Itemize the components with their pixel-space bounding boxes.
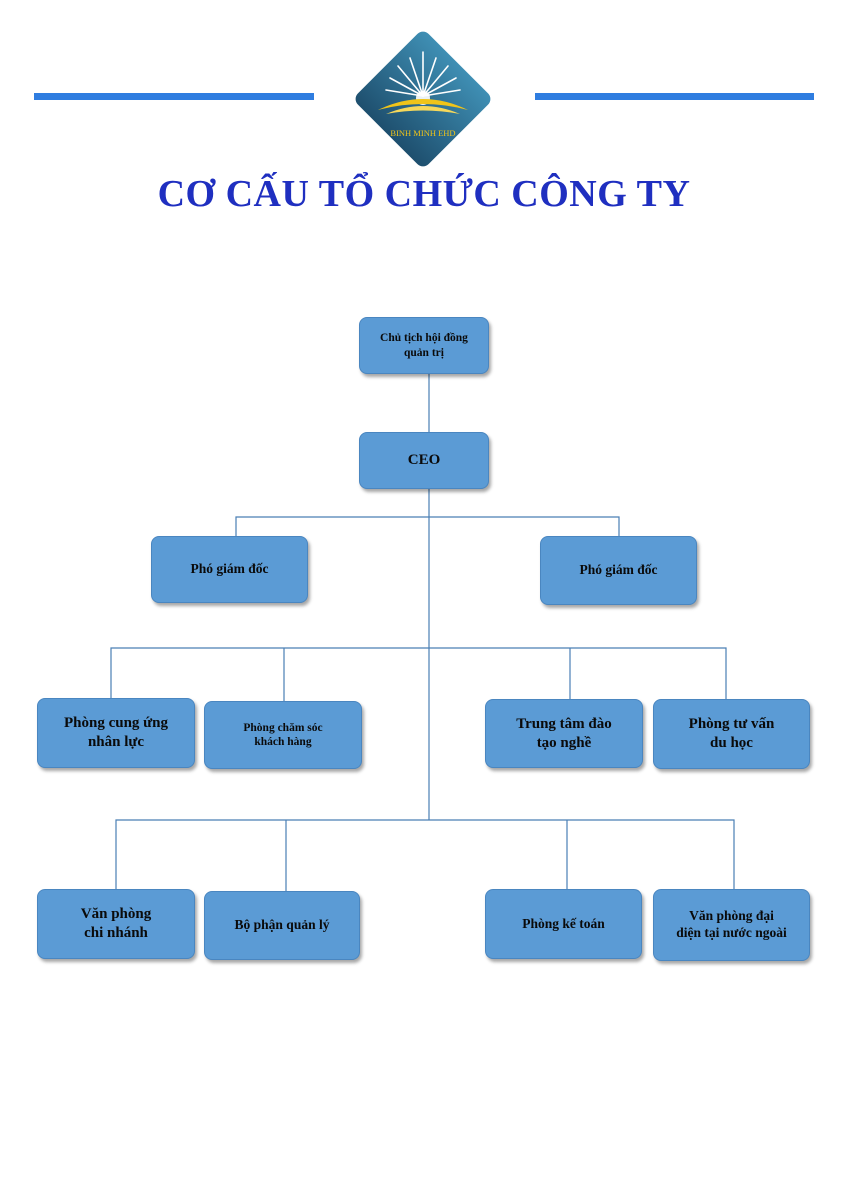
node-ceo: CEO (359, 432, 489, 489)
logo-text: BINH MINH EHD (390, 128, 455, 138)
node-chairman: Chủ tịch hội đồng quản trị (359, 317, 489, 374)
node-study-abroad-dept: Phòng tư vấn du học (653, 699, 810, 769)
header-line-left (34, 93, 314, 100)
node-staffing-dept: Phòng cung ứng nhân lực (37, 698, 195, 768)
node-branch-office: Văn phòng chi nhánh (37, 889, 195, 959)
node-vocational-center: Trung tâm đào tạo nghề (485, 699, 643, 768)
node-overseas-office: Văn phòng đại diện tại nước ngoài (653, 889, 810, 961)
header-line-right (535, 93, 814, 100)
node-deputy-left: Phó giám đốc (151, 536, 308, 603)
node-deputy-right: Phó giám đốc (540, 536, 697, 605)
company-logo: BINH MINH EHD (355, 31, 491, 167)
node-management-dept: Bộ phận quản lý (204, 891, 360, 960)
node-accounting-dept: Phòng kế toán (485, 889, 642, 959)
page-title: CƠ CẤU TỔ CHỨC CÔNG TY (157, 173, 691, 215)
node-customer-care-dept: Phòng chăm sóc khách hàng (204, 701, 362, 769)
